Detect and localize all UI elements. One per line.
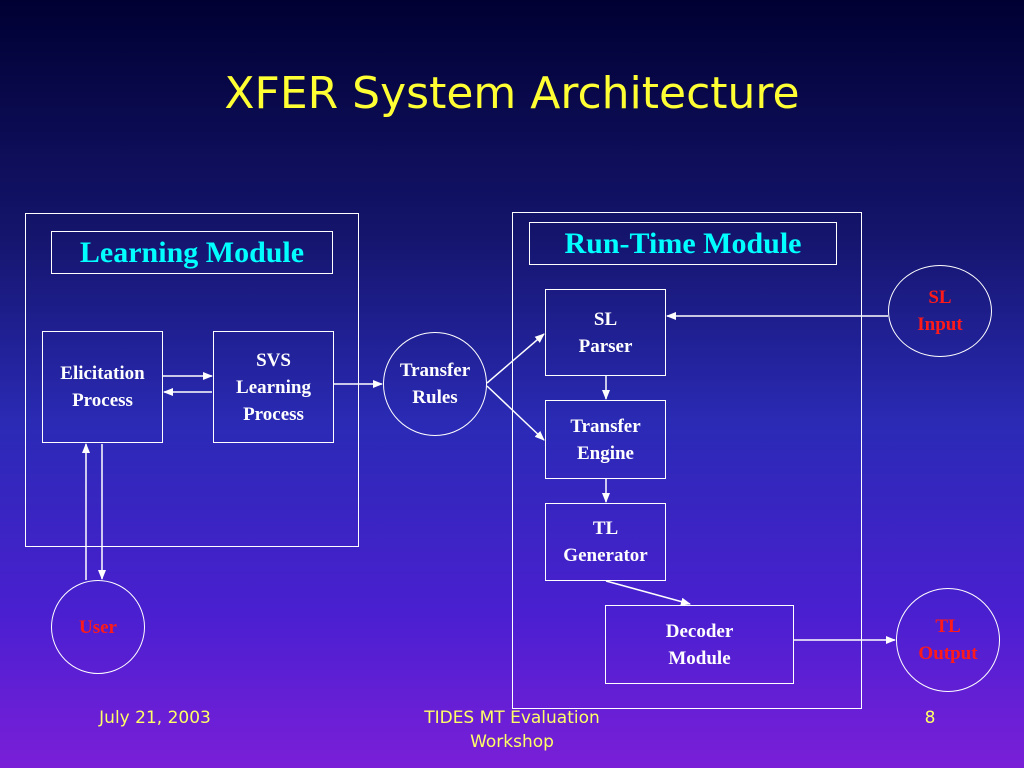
elicitation-process-box: Elicitation Process (42, 331, 163, 443)
user-circle: User (51, 580, 145, 674)
footer-date: July 21, 2003 (99, 708, 211, 728)
rules-to-engine-arrow (486, 385, 545, 441)
learning-module-label: Learning Module (51, 231, 333, 274)
slide-title: XFER System Architecture (224, 68, 800, 119)
sl-input-circle: SL Input (888, 265, 992, 357)
transfer-engine-box: Transfer Engine (545, 400, 666, 479)
transfer-rules-circle: Transfer Rules (383, 332, 487, 436)
generator-to-decoder-arrow (605, 580, 691, 606)
footer-page-number: 8 (924, 708, 936, 728)
runtime-module-panel (512, 212, 862, 709)
learning-module-panel (25, 213, 359, 547)
sl-parser-box: SL Parser (545, 289, 666, 376)
runtime-module-label: Run-Time Module (529, 222, 837, 265)
tl-generator-box: TL Generator (545, 503, 666, 581)
decoder-module-box: Decoder Module (605, 605, 794, 684)
footer-event: TIDES MT Evaluation Workshop (424, 708, 600, 752)
svs-learning-process-box: SVS Learning Process (213, 331, 334, 443)
rules-to-parser-arrow (486, 333, 545, 384)
tl-output-circle: TL Output (896, 588, 1000, 692)
